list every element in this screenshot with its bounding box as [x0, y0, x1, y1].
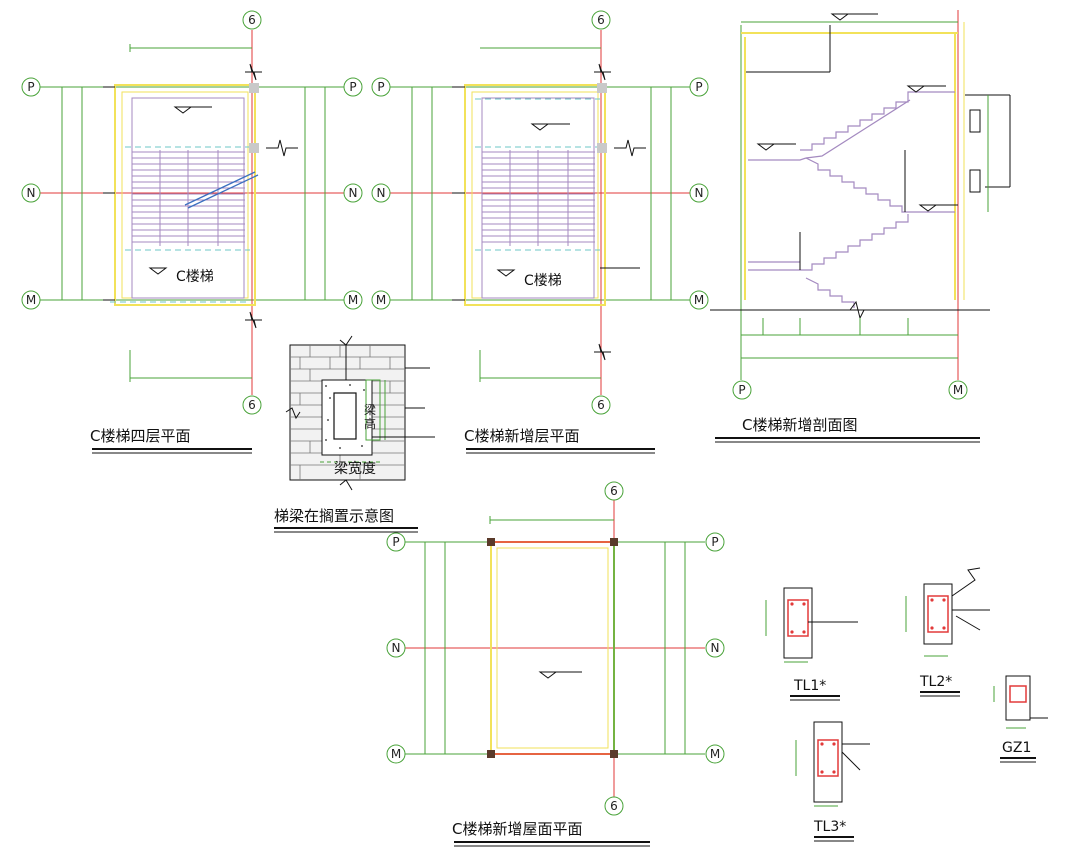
- svg-text:N: N: [27, 186, 36, 200]
- grid-bubble-P-roof-right: P: [705, 532, 725, 552]
- stair-label: C楼梯: [176, 269, 214, 285]
- grid-bubble-P-left-2: P: [371, 77, 391, 97]
- plan-fourth-floor: P N M P N M 6 6 C楼梯 C: [21, 10, 363, 454]
- grid-bubble-M-section: M: [948, 380, 968, 400]
- grid-bubble-6-roof-top: 6: [604, 481, 624, 501]
- grid-bubble-6-top-2: 6: [591, 10, 611, 30]
- section-new: P M C楼梯新增剖面图: [710, 10, 1011, 443]
- stair-label-2: C楼梯: [524, 273, 562, 289]
- svg-text:M: M: [391, 747, 401, 761]
- plan-new-floor: P N M P N M 6 6 C楼梯 C楼梯新增层: [371, 10, 709, 454]
- beam-note-a: 梁: [364, 402, 376, 417]
- caption-plan-new: C楼梯新增层平面: [464, 427, 579, 445]
- svg-text:M: M: [348, 293, 358, 307]
- svg-text:M: M: [376, 293, 386, 307]
- svg-text:6: 6: [610, 799, 618, 813]
- beam-note-b: 高: [364, 416, 376, 431]
- grid-bubble-N-right-2: N: [689, 183, 709, 203]
- grid-bubble-6-top: 6: [242, 10, 262, 30]
- svg-text:P: P: [695, 80, 702, 94]
- roof-plan: P N M P N M 6 6 C楼梯新增屋面平面: [386, 481, 725, 847]
- grid-bubble-M-right-2: M: [689, 290, 709, 310]
- svg-text:6: 6: [248, 13, 256, 27]
- svg-text:P: P: [377, 80, 384, 94]
- grid-bubble-M-left: M: [21, 290, 41, 310]
- grid-bubble-6-bottom-2: 6: [591, 395, 611, 415]
- caption-plan-fourth: C楼梯四层平面: [90, 427, 190, 445]
- detail-tl1: TL1*: [765, 587, 858, 701]
- svg-text:N: N: [695, 186, 704, 200]
- svg-text:N: N: [377, 186, 386, 200]
- svg-text:6: 6: [597, 13, 605, 27]
- svg-text:6: 6: [610, 484, 618, 498]
- svg-text:N: N: [392, 641, 401, 655]
- grid-bubble-N-left: N: [21, 183, 41, 203]
- caption-beam-detail: 梯梁在搁置示意图: [274, 507, 394, 525]
- svg-text:M: M: [26, 293, 36, 307]
- grid-bubble-N-roof-right: N: [705, 638, 725, 658]
- grid-bubble-M-roof-right: M: [705, 744, 725, 764]
- svg-text:M: M: [710, 747, 720, 761]
- grid-bubble-P-left: P: [21, 77, 41, 97]
- grid-bubble-6-roof-bottom: 6: [604, 796, 624, 816]
- grid-bubble-N-left-2: N: [371, 183, 391, 203]
- beam-width-label: 梁宽度: [334, 460, 376, 477]
- grid-bubble-P-section: P: [732, 380, 752, 400]
- svg-text:P: P: [738, 383, 745, 397]
- svg-text:P: P: [392, 535, 399, 549]
- svg-text:6: 6: [597, 398, 605, 412]
- label-tl3: TL3*: [813, 819, 846, 835]
- svg-text:N: N: [711, 641, 720, 655]
- grid-bubble-P-right-2: P: [689, 77, 709, 97]
- svg-text:M: M: [694, 293, 704, 307]
- caption-roof-plan: C楼梯新增屋面平面: [452, 820, 582, 838]
- grid-bubble-N-roof-left: N: [386, 638, 406, 658]
- svg-text:P: P: [27, 80, 34, 94]
- svg-text:P: P: [711, 535, 718, 549]
- detail-gz1: GZ1: [993, 675, 1048, 763]
- label-tl1: TL1*: [793, 678, 826, 694]
- beam-bearing-detail: 梁 高 梁宽度 梯梁在搁置示意图: [274, 335, 435, 533]
- grid-bubble-N-right: N: [343, 183, 363, 203]
- detail-tl3: TL3*: [795, 721, 870, 842]
- grid-bubble-6-bottom: 6: [242, 395, 262, 415]
- svg-text:M: M: [953, 383, 963, 397]
- grid-bubble-M-roof-left: M: [386, 744, 406, 764]
- label-gz1: GZ1: [1002, 740, 1031, 756]
- grid-bubble-M-left-2: M: [371, 290, 391, 310]
- svg-text:P: P: [349, 80, 356, 94]
- label-tl2: TL2*: [919, 674, 952, 690]
- grid-bubble-P-roof-left: P: [386, 532, 406, 552]
- svg-text:N: N: [349, 186, 358, 200]
- caption-section-new: C楼梯新增剖面图: [742, 416, 857, 434]
- grid-bubble-M-right: M: [343, 290, 363, 310]
- detail-tl2: TL2*: [905, 567, 990, 697]
- grid-bubble-P-right: P: [343, 77, 363, 97]
- svg-text:6: 6: [248, 398, 256, 412]
